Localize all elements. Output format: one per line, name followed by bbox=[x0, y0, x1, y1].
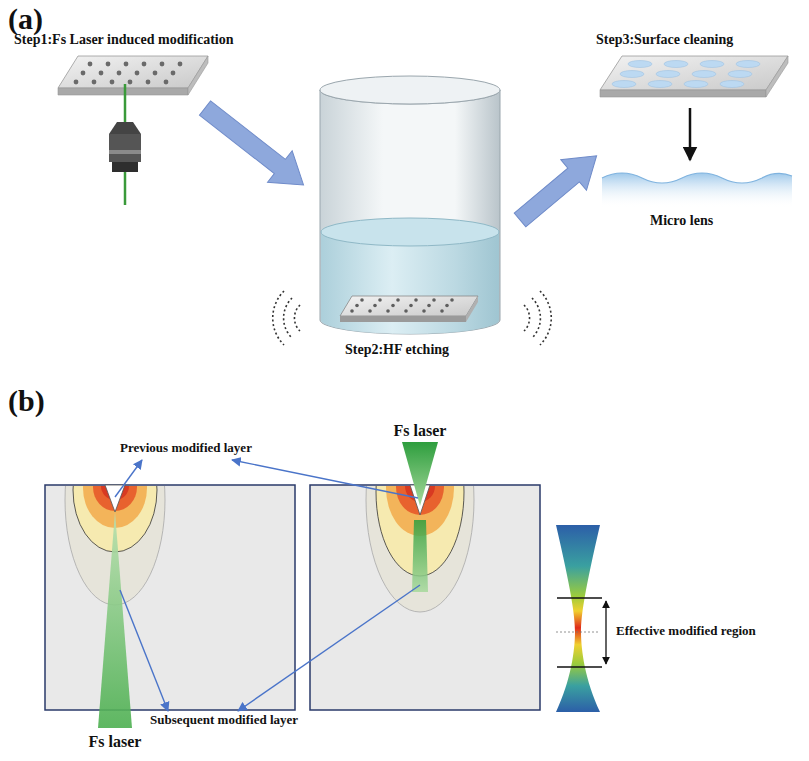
region-label: Effective modified region bbox=[616, 624, 756, 639]
step-label: Step1:Fs Laser induced modification bbox=[14, 32, 233, 48]
objective-lens bbox=[109, 84, 141, 205]
layer-label: Subsequent modified layer bbox=[150, 713, 298, 728]
step-label: Step2:HF etching bbox=[345, 342, 449, 358]
hf-beaker bbox=[320, 76, 500, 334]
down-arrow bbox=[689, 108, 692, 160]
water-surface bbox=[602, 173, 792, 208]
leader-line bbox=[115, 460, 420, 711]
panel-letter: (a) bbox=[8, 2, 43, 37]
step-label: Step3:Surface cleaning bbox=[596, 32, 733, 48]
gaussian-beam bbox=[556, 525, 606, 712]
sample-section bbox=[45, 395, 295, 728]
layer-label: Previous modified layer bbox=[120, 441, 252, 456]
panel-letter: (b) bbox=[8, 384, 45, 419]
laser-label: Fs laser bbox=[89, 733, 142, 751]
process-arrow bbox=[193, 92, 316, 200]
ultrasonic-waves bbox=[273, 291, 552, 345]
part-label: Micro lens bbox=[650, 213, 713, 229]
glass-slide bbox=[58, 56, 208, 95]
laser-label: Fs laser bbox=[394, 422, 447, 440]
process-arrow bbox=[507, 140, 609, 235]
glass-slide bbox=[600, 56, 788, 97]
sample-section bbox=[310, 388, 540, 710]
